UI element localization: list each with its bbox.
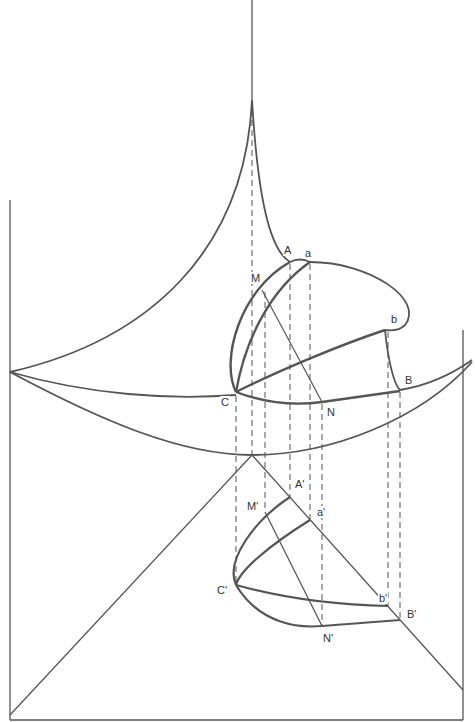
outline-line bbox=[252, 455, 463, 690]
frame bbox=[10, 0, 463, 720]
point-label: N' bbox=[322, 632, 334, 644]
section-curve bbox=[234, 497, 290, 585]
section-curve bbox=[236, 262, 310, 392]
frame-line bbox=[462, 330, 463, 720]
point-label: a' bbox=[316, 506, 326, 518]
outline-line bbox=[10, 455, 252, 715]
axis-line bbox=[251, 0, 252, 100]
projection-line bbox=[236, 396, 237, 585]
point-label: A' bbox=[294, 478, 305, 490]
point-label: A bbox=[283, 244, 292, 256]
point-label: N bbox=[326, 406, 336, 418]
point-label: C' bbox=[216, 584, 228, 596]
generator-line bbox=[262, 290, 322, 402]
point-label: b bbox=[390, 313, 398, 325]
generator-line bbox=[265, 512, 322, 626]
section-curve bbox=[236, 391, 400, 404]
point-label: C bbox=[220, 396, 230, 408]
section-curve bbox=[236, 520, 310, 585]
point-label: M bbox=[250, 272, 261, 284]
surface-outline bbox=[385, 330, 400, 390]
projection-line bbox=[265, 292, 266, 512]
section-curve bbox=[236, 585, 388, 606]
projection-line bbox=[388, 332, 389, 606]
section-curve bbox=[236, 585, 400, 626]
surface-outline bbox=[10, 372, 236, 397]
point-label: B' bbox=[406, 608, 417, 620]
frame-line bbox=[10, 719, 463, 720]
projection-line bbox=[400, 392, 401, 620]
point-label: M' bbox=[246, 500, 259, 512]
top-view bbox=[10, 455, 463, 715]
projection-line bbox=[290, 264, 291, 497]
surface-outline bbox=[10, 362, 472, 455]
surface-outline bbox=[10, 100, 252, 372]
point-label: a bbox=[304, 247, 312, 259]
frame-line bbox=[9, 200, 10, 720]
front-view bbox=[10, 100, 472, 455]
projection-line bbox=[310, 264, 311, 520]
surface-outline bbox=[252, 100, 310, 262]
projection-lines bbox=[236, 100, 400, 626]
point-label: b' bbox=[378, 592, 388, 604]
surface-outline bbox=[400, 360, 472, 390]
point-label: B bbox=[404, 374, 413, 386]
section-curve bbox=[310, 262, 409, 330]
